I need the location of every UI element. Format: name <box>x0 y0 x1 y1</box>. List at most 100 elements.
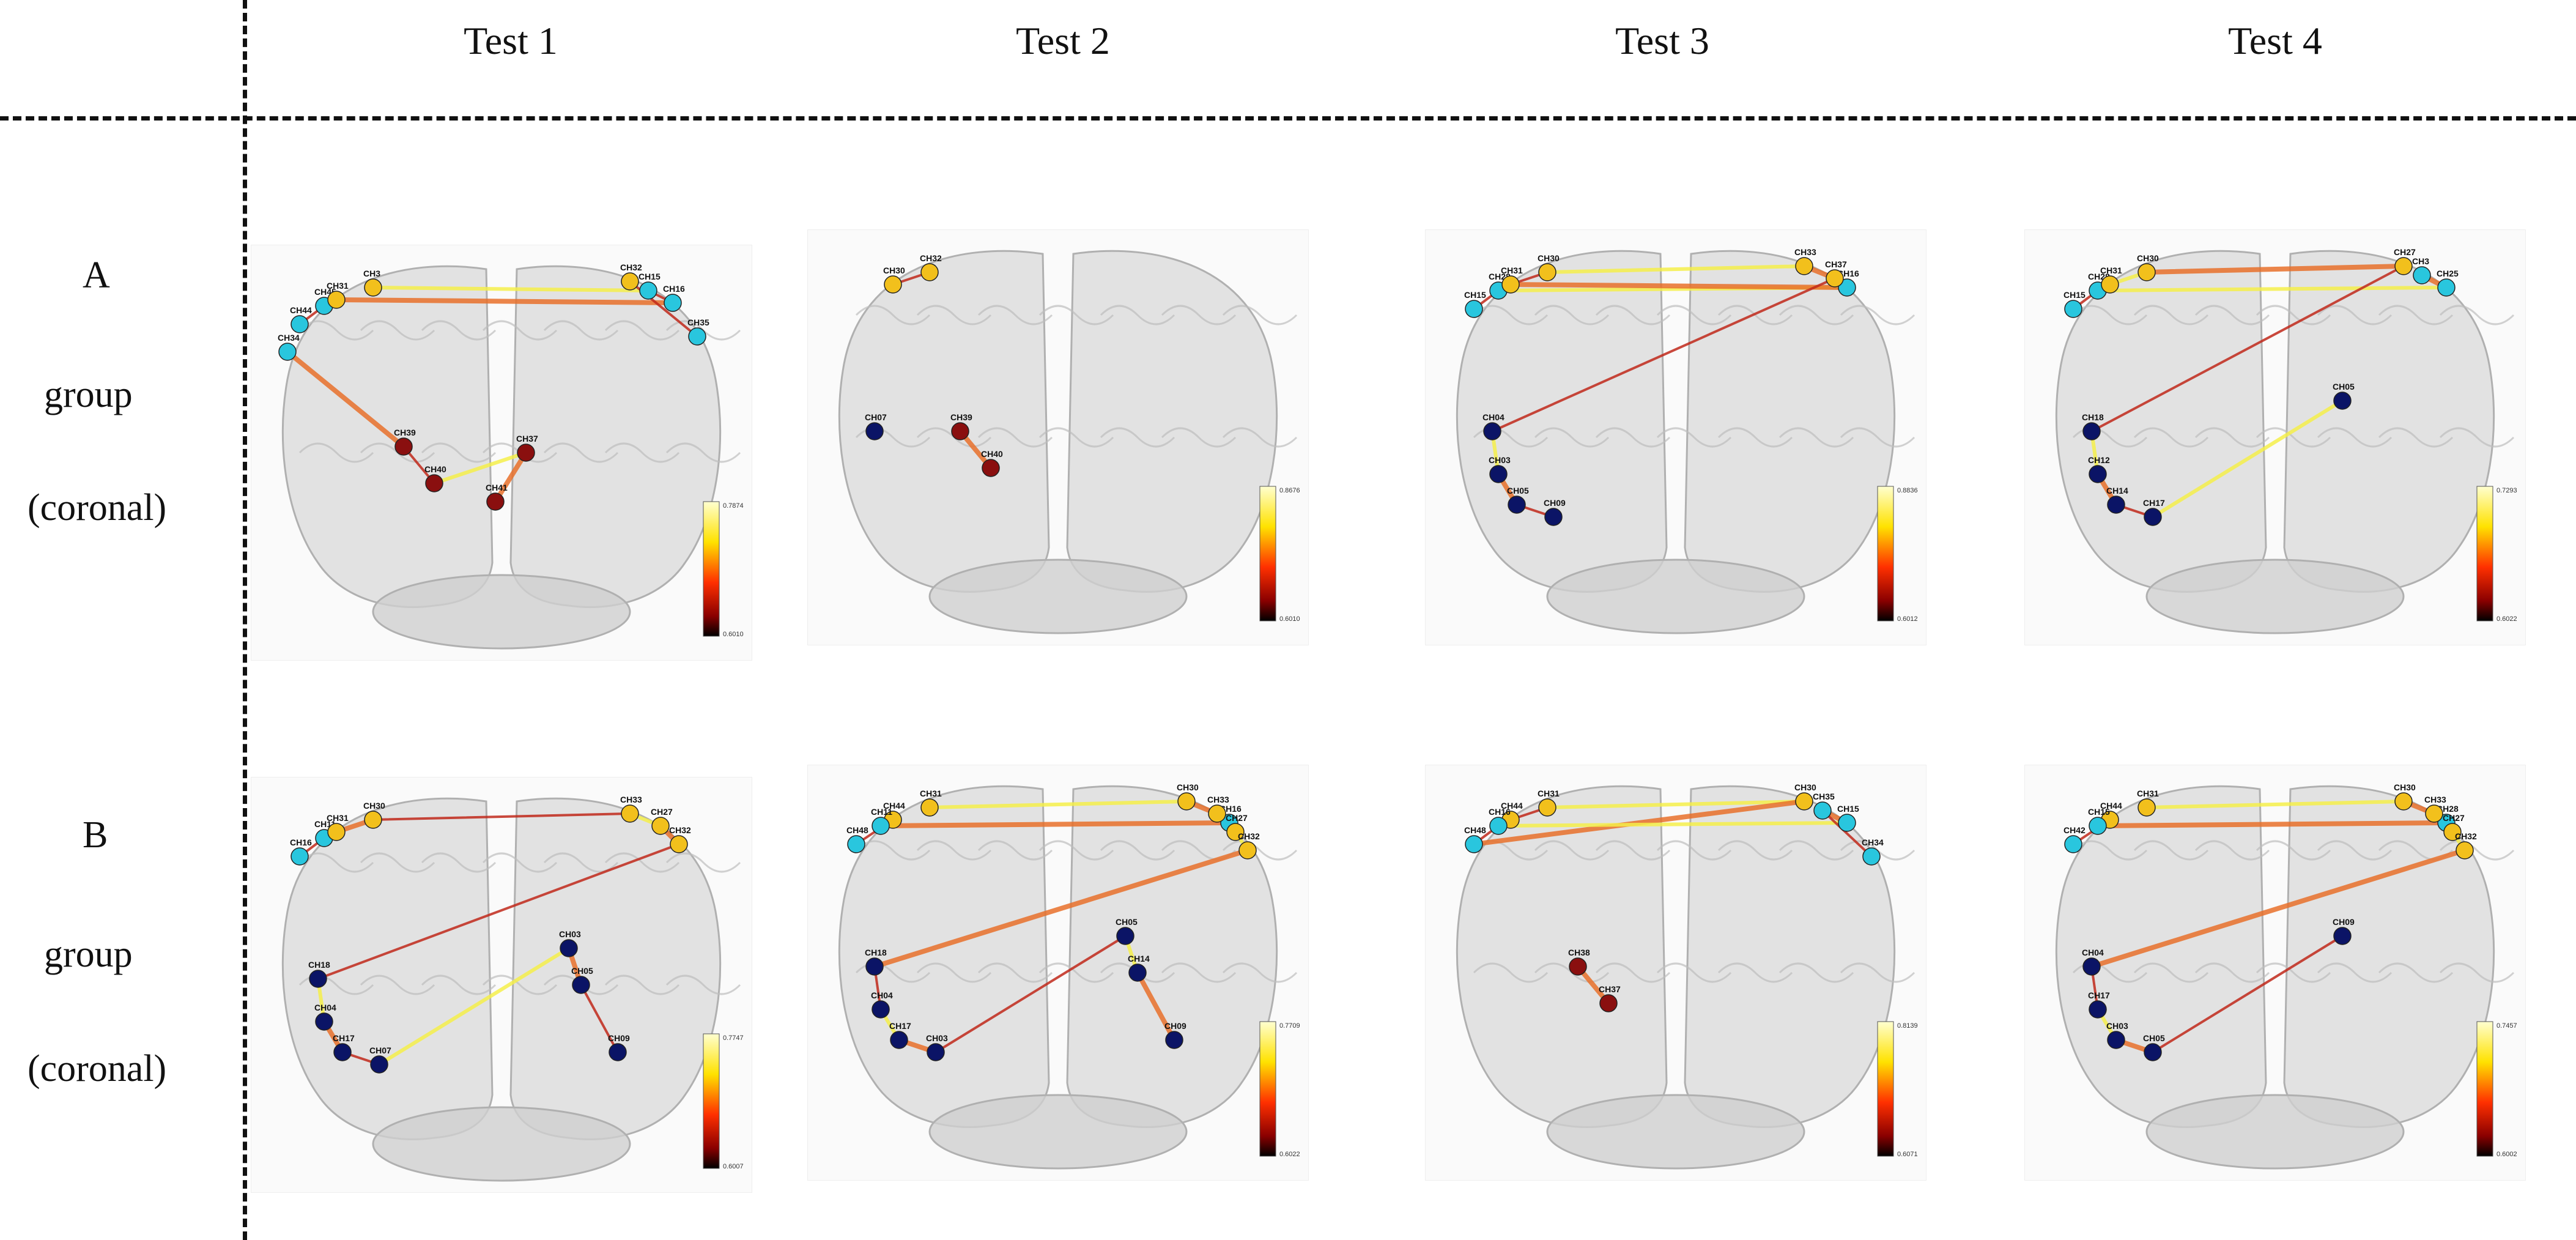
channel-node <box>1489 817 1508 835</box>
channel-node <box>333 1043 352 1061</box>
colorbar <box>1877 1021 1894 1157</box>
gyrus-line <box>2194 427 2270 448</box>
gyrus-line <box>1717 962 1793 983</box>
gyrus-line <box>360 320 435 341</box>
channel-label: CH05 <box>1507 486 1529 496</box>
channel-label: CH07 <box>369 1045 391 1055</box>
connection-edge <box>580 984 619 1053</box>
channel-node <box>951 422 969 440</box>
channel-label: CH12 <box>2088 455 2110 465</box>
gyrus-line <box>1840 427 1915 448</box>
gyrus-line <box>604 852 680 873</box>
colorbar <box>2476 486 2493 622</box>
channel-label: CH31 <box>2100 265 2122 275</box>
channel-label: CH04 <box>2082 948 2104 957</box>
connection-edge <box>285 349 406 449</box>
gyrus-line <box>2317 427 2393 448</box>
channel-label: CH03 <box>1489 455 1511 465</box>
gyrus-line <box>1100 427 1175 448</box>
channel-label: CH34 <box>278 333 300 343</box>
connection-edge <box>1497 821 1849 828</box>
channel-label: CH15 <box>638 272 661 281</box>
connection-edge <box>878 820 1232 828</box>
row-a-letter: A <box>83 254 110 296</box>
channel-label: CH37 <box>1825 259 1847 269</box>
connection-edge <box>2096 286 2448 292</box>
channel-label: CH32 <box>669 825 691 835</box>
channel-label: CH18 <box>2082 412 2104 422</box>
channel-label: CH42 <box>2063 825 2086 835</box>
gyrus-line <box>1717 427 1793 448</box>
channel-label: CH17 <box>333 1033 355 1043</box>
channel-label: CH17 <box>2143 498 2165 508</box>
gyrus-line <box>543 320 619 341</box>
channel-label: CH33 <box>1794 247 1816 257</box>
colorbar-min-label: 0.6022 <box>2496 615 2517 623</box>
gyrus-line <box>855 840 931 861</box>
channel-node <box>1483 422 1501 440</box>
colorbar-max-label: 0.8836 <box>1897 487 1918 494</box>
channel-label: CH04 <box>871 990 893 1000</box>
channel-node <box>890 1031 908 1049</box>
channel-label: CH44 <box>290 305 312 315</box>
gyrus-line <box>2256 427 2331 448</box>
gyrus-line <box>360 975 435 995</box>
brain-outline <box>1456 250 1915 634</box>
channel-node <box>2089 465 2107 483</box>
channel-node <box>364 811 382 829</box>
channel-node <box>278 343 297 361</box>
channel-node <box>327 291 346 309</box>
connection-edge <box>2151 399 2344 519</box>
cerebellum <box>2145 1094 2405 1170</box>
channel-label: CH48 <box>846 825 868 835</box>
gyrus-line <box>1595 427 1671 448</box>
gyrus-line <box>2072 840 2148 861</box>
channel-label: CH40 <box>981 449 1003 459</box>
channel-label: CH07 <box>865 412 887 422</box>
gyrus-line <box>1778 840 1854 861</box>
channel-label: CH31 <box>327 281 349 291</box>
brain-outline <box>838 250 1298 634</box>
cerebellum <box>928 559 1188 634</box>
gyrus-line <box>1222 305 1298 325</box>
gyrus-line <box>1161 962 1237 983</box>
row-b-letter: B <box>83 814 108 856</box>
channel-node <box>621 272 639 291</box>
channel-label: CH15 <box>2063 290 2086 300</box>
gyrus-line <box>2439 840 2515 861</box>
channel-node <box>2082 957 2101 976</box>
channel-node <box>609 1043 627 1061</box>
channel-label: CH15 <box>1464 290 1486 300</box>
connection-edge <box>2090 265 2405 433</box>
gyrus-line <box>1595 305 1671 325</box>
gyrus-line <box>1100 840 1175 861</box>
channel-label: CH25 <box>2437 269 2459 278</box>
channel-label: CH27 <box>651 807 673 817</box>
channel-node <box>865 422 884 440</box>
channel-node <box>920 263 939 281</box>
channel-label: CH40 <box>424 464 446 474</box>
channel-node <box>2394 792 2413 811</box>
connection-edge <box>928 800 1188 809</box>
channel-label: CH15 <box>1837 804 1859 814</box>
gyrus-line <box>421 975 497 995</box>
connection-edge <box>1508 282 1849 290</box>
channel-label: CH30 <box>2137 253 2159 263</box>
gyrus-line <box>298 852 374 873</box>
channel-node <box>517 444 535 462</box>
channel-node <box>1165 1031 1183 1049</box>
gyrus-line <box>1038 840 1114 861</box>
channel-node <box>1838 814 1856 832</box>
channel-node <box>315 1012 333 1031</box>
gyrus-line <box>1222 962 1298 983</box>
gyrus-line <box>1656 427 1732 448</box>
channel-label: CH38 <box>1568 948 1590 957</box>
gyrus-line <box>1222 427 1298 448</box>
gyrus-line <box>482 320 558 341</box>
vertical-divider <box>243 0 247 1240</box>
gyrus-line <box>2194 305 2270 325</box>
channel-label: CH32 <box>920 253 942 263</box>
channel-label: CH09 <box>2333 917 2355 927</box>
